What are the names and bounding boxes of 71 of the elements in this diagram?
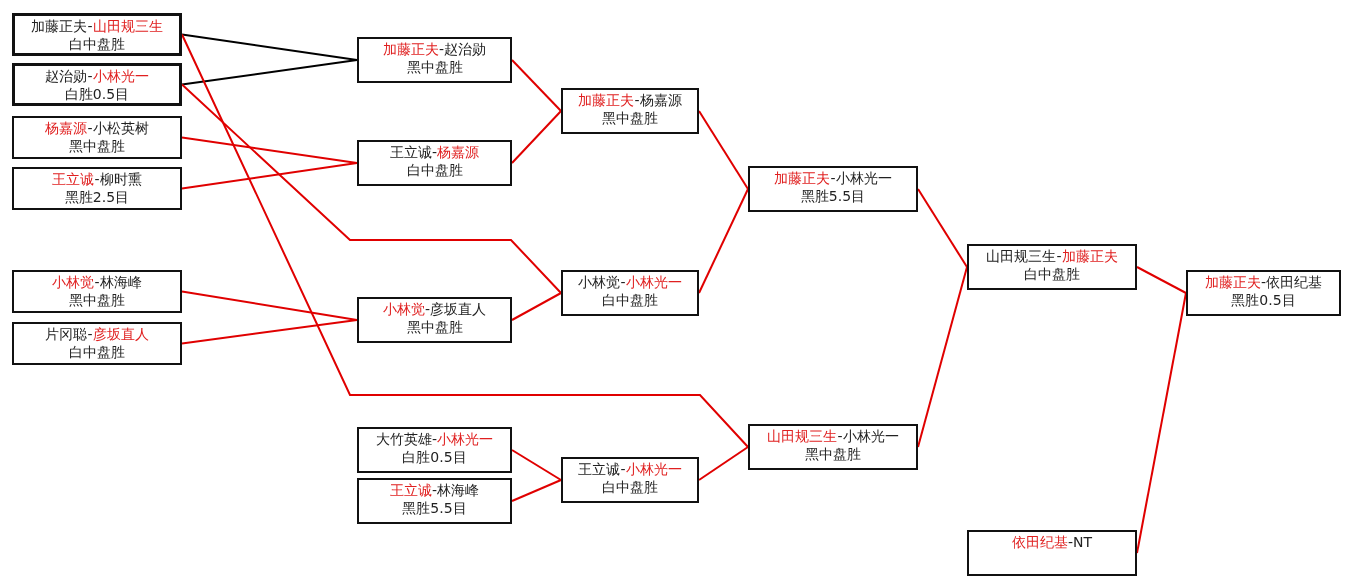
game-result: 白胜0.5目 [401,448,468,466]
match-box [12,270,182,313]
player-names: 小林觉-林海峰 [51,273,143,291]
match-box [12,322,182,365]
player-names: 加藤正夫-山田规三生 [30,17,164,35]
player-names: 小林觉-彦坂直人 [381,300,488,318]
bracket-line [181,83,562,294]
game-result: 黑中盘胜 [68,137,126,155]
player-names: 王立诚-柳时熏 [51,170,143,188]
match-box [967,244,1137,290]
game-result: 白中盘胜 [68,343,126,361]
match-box [748,166,918,212]
game-result: 黑胜2.5目 [63,188,131,206]
player-names: 加藤正夫-小林光一 [773,169,893,187]
bracket-line [181,33,749,448]
bracket-line [181,162,358,190]
player-names: 片冈聪-彦坂直人 [44,325,150,343]
match-box [357,427,512,473]
player-names: 加藤正夫-依田纪基 [1203,273,1324,291]
bracket-line [511,292,562,321]
match-box [12,13,182,56]
game-result: 白中盘胜 [1023,265,1081,283]
match-box [1186,270,1341,316]
game-result: 白胜0.5目 [63,85,131,103]
player-names: 王立诚-杨嘉源 [388,143,481,161]
match-box [12,167,182,210]
match-box [12,63,182,106]
bracket-line [698,110,749,190]
player-names: 王立诚-林海峰 [388,481,481,499]
game-result: 黑中盘胜 [601,109,659,127]
game-result: 黑中盘胜 [405,58,464,76]
match-box [561,88,699,134]
match-box [967,530,1137,576]
game-result: 黑胜0.5目 [1230,291,1297,309]
game-result: 白中盘胜 [601,291,659,309]
bracket-line [511,449,562,481]
match-box [357,478,512,524]
player-names: 王立诚-小林光一 [577,460,683,478]
game-result: 白中盘胜 [601,478,659,496]
match-box [748,424,918,470]
game-result: 白中盘胜 [68,35,126,53]
match-box [357,37,512,83]
player-names: 依田纪基-NT [1010,533,1094,551]
match-box [561,457,699,503]
player-names: 杨嘉源-小松英树 [44,119,150,137]
bracket-line [181,59,358,86]
player-names: 加藤正夫-赵治勋 [381,40,488,58]
match-box [561,270,699,316]
bracket-line [698,188,749,294]
game-result: 黑中盘胜 [804,445,862,463]
bracket-line [1136,266,1187,294]
bracket-line [511,110,562,164]
player-names: 大竹英雄-小林光一 [374,430,495,448]
player-names: 赵治勋-小林光一 [44,67,150,85]
player-names: 山田规三生-小林光一 [766,427,900,445]
bracket-line [917,188,968,268]
game-result: 黑中盘胜 [405,318,464,336]
player-names: 小林觉-小林光一 [577,273,683,291]
match-box [12,116,182,159]
player-names: 山田规三生-加藤正夫 [985,247,1119,265]
bracket-line [511,479,562,502]
game-result: 黑胜5.5目 [799,187,867,205]
game-result: 黑胜5.5目 [401,499,468,517]
game-result: 白中盘胜 [405,161,464,179]
player-names: 加藤正夫-杨嘉源 [577,91,683,109]
bracket-line [698,446,749,481]
match-box [357,297,512,343]
bracket-line [511,59,562,112]
bracket-line [181,319,358,345]
match-box [357,140,512,186]
game-result: 黑中盘胜 [68,291,126,309]
